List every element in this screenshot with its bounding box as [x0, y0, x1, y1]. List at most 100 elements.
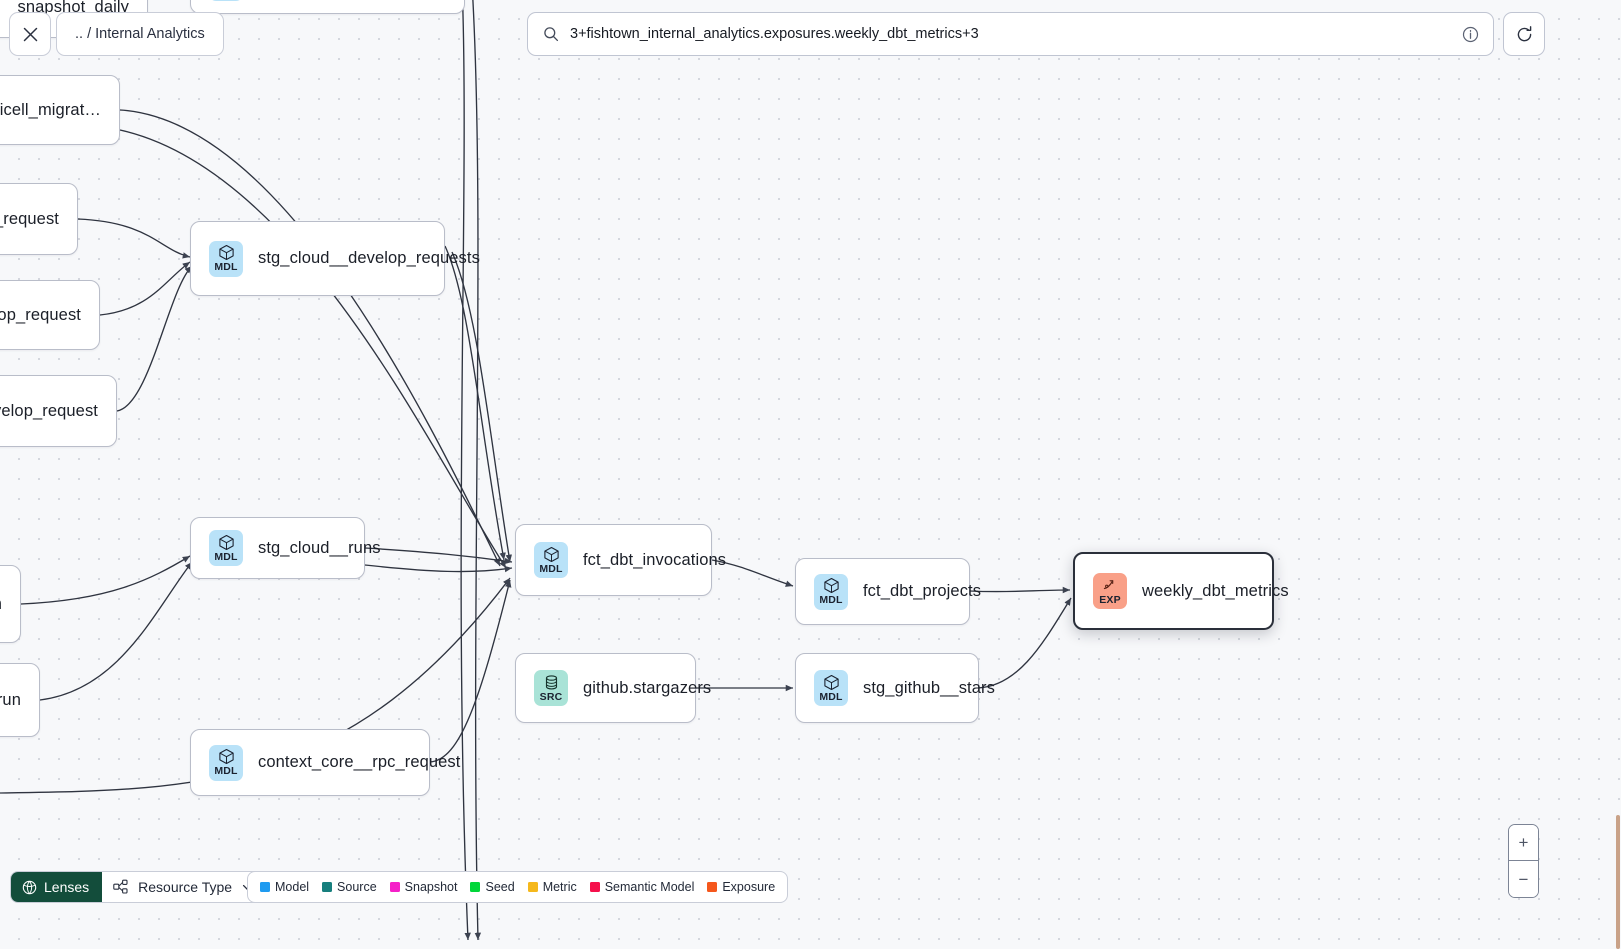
close-icon: [23, 27, 37, 41]
node-type-badge-mdl: MDL: [209, 744, 243, 781]
zoom-out-button[interactable]: −: [1509, 861, 1538, 897]
lineage-edge: [460, 0, 471, 941]
node-label: _run: [0, 690, 21, 709]
node-label: multicell_migrat…: [0, 100, 101, 119]
lineage-edge: [429, 579, 512, 763]
scrollbar-thumb[interactable]: [1616, 815, 1620, 949]
legend-item[interactable]: Exposure: [707, 880, 775, 894]
node-type-badge-exp: EXP: [1093, 573, 1127, 609]
lineage-node[interactable]: _run: [0, 663, 40, 737]
lineage-edge: [977, 597, 1072, 689]
breadcrumb-label: .. / Internal Analytics: [75, 26, 205, 42]
resource-type-dropdown[interactable]: Resource Type: [102, 872, 266, 902]
lens-aperture-icon: [22, 880, 37, 894]
exposure-trend-icon: [1102, 577, 1119, 594]
legend-item[interactable]: Seed: [470, 880, 515, 894]
node-type-abbrev: MDL: [819, 594, 843, 606]
node-label: github.stargazers: [583, 678, 712, 697]
lineage-node[interactable]: _develop_request: [0, 375, 117, 447]
node-type-abbrev: MDL: [214, 765, 238, 777]
lineage-node[interactable]: n: [0, 565, 21, 643]
legend-item[interactable]: Semantic Model: [589, 880, 695, 894]
node-type-abbrev: SRC: [539, 690, 563, 703]
lineage-node[interactable]: p_request: [0, 183, 78, 255]
lineage-node[interactable]: MDL stg_cloud__develop_requests: [190, 221, 480, 296]
legend-label: Model: [275, 880, 310, 894]
refresh-button[interactable]: [1503, 12, 1545, 56]
breadcrumb[interactable]: .. / Internal Analytics: [56, 12, 224, 56]
node-type-badge-mdl: MDL: [209, 240, 243, 277]
model-cube-icon: [218, 534, 235, 551]
node-label: stg_github__stars: [863, 678, 995, 697]
node-label: p_request: [0, 209, 59, 228]
legend-swatch-icon: [389, 882, 400, 892]
legend-item[interactable]: Model: [260, 880, 309, 894]
lineage-edge: [39, 561, 193, 701]
resource-type-legend: Model Source Snapshot Seed Metric Semantic Mo…: [247, 871, 789, 903]
lineage-node[interactable]: MDL stg_cloud__runs: [190, 517, 380, 579]
node-label: fct_dbt_invocations: [583, 550, 727, 569]
zoom-in-button[interactable]: +: [1509, 825, 1538, 861]
lineage-node[interactable]: SRC github.stargazers: [515, 653, 711, 723]
legend-item[interactable]: Metric: [527, 880, 577, 894]
node-type-abbrev: MDL: [214, 261, 238, 273]
legend-label: Semantic Model: [604, 880, 695, 894]
node-type-abbrev: EXP: [1099, 593, 1121, 606]
node-label: stg_cloud__develop_requests: [258, 249, 480, 267]
model-cube-icon: [823, 577, 840, 594]
lineage-node[interactable]: MDL stg_github__stars: [795, 653, 995, 723]
model-cube-icon: [543, 546, 560, 563]
lineage-edge: [472, 0, 482, 941]
close-button[interactable]: [9, 12, 51, 56]
legend-swatch-icon: [589, 882, 600, 892]
node-label: _develop_request: [0, 401, 98, 420]
legend-swatch-icon: [322, 882, 333, 892]
node-label: n: [0, 595, 2, 614]
node-label: stg_cloud__runs: [258, 538, 381, 557]
lineage-edge: [969, 586, 1071, 594]
lineage-node[interactable]: MDL context_core__rpc_request: [190, 729, 460, 796]
info-icon[interactable]: [1462, 26, 1479, 43]
lineage-node[interactable]: multicell_migrat…: [0, 75, 120, 145]
node-label: velop_request: [0, 305, 81, 324]
legend-swatch-icon: [260, 882, 270, 892]
legend-label: Seed: [485, 880, 515, 894]
lineage-node[interactable]: velop_request: [0, 280, 100, 350]
lineage-edge: [444, 245, 506, 561]
lineage-edge: [116, 265, 193, 412]
model-cube-icon: [218, 244, 235, 261]
node-type-abbrev: MDL: [539, 562, 563, 575]
node-type-badge-mdl: MDL: [209, 0, 243, 1]
node-label: snapshot_daily: [17, 0, 129, 16]
lineage-node[interactable]: MDL fct_dbt_invocations: [515, 524, 726, 596]
legend-swatch-icon: [707, 882, 718, 892]
search-bar[interactable]: [527, 12, 1494, 56]
node-label: context_core__rpc_request: [258, 753, 461, 771]
node-type-abbrev: MDL: [819, 690, 843, 703]
search-input[interactable]: [570, 26, 1451, 42]
legend-label: Snapshot: [404, 880, 458, 894]
lineage-edge: [451, 251, 513, 563]
model-cube-icon: [218, 748, 235, 765]
node-type-badge-mdl: MDL: [814, 670, 848, 706]
legend-label: Exposure: [722, 880, 776, 894]
node-type-badge-mdl: MDL: [209, 530, 243, 566]
resource-type-label: Resource Type: [138, 879, 233, 895]
lineage-edge: [77, 218, 191, 259]
lineage-edge: [364, 564, 513, 573]
vertical-scrollbar[interactable]: [1616, 0, 1621, 949]
lineage-edge: [119, 129, 507, 569]
legend-item[interactable]: Source: [322, 880, 377, 894]
model-cube-icon: [823, 674, 840, 691]
zoom-controls: + −: [1508, 824, 1539, 898]
resource-nodes-icon: [113, 879, 128, 894]
lineage-node[interactable]: MDLint_cloud__account_plan_history: [190, 0, 465, 14]
lenses-button[interactable]: Lenses: [11, 872, 103, 902]
legend-item[interactable]: Snapshot: [389, 880, 458, 894]
lineage-edge: [119, 109, 501, 567]
lenses-label: Lenses: [44, 879, 90, 895]
